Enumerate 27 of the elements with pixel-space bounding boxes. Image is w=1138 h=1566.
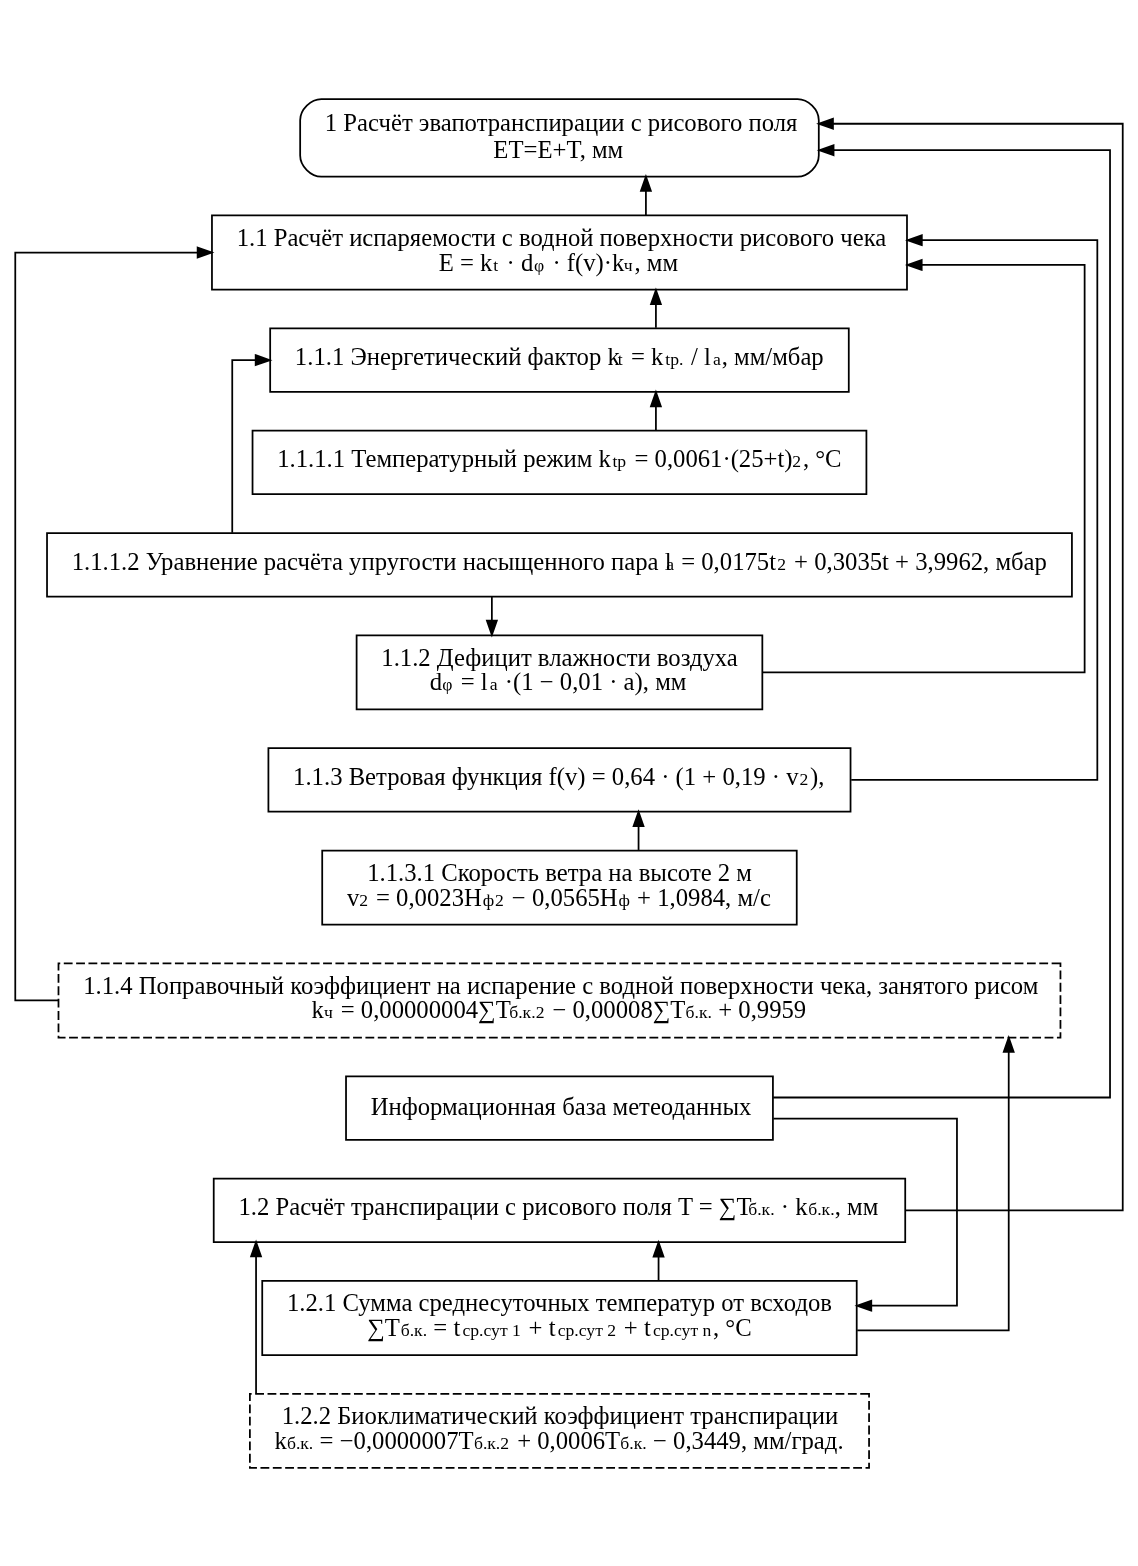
arrow <box>249 1239 263 1394</box>
node-box: 1.1.2 Дефицит влажности воздуха dφ = la ·(1 − 0,01 · a), мм <box>355 633 764 710</box>
arrow <box>856 1034 1015 1331</box>
arrow <box>772 143 1111 1098</box>
arrow <box>639 173 653 216</box>
arrow <box>772 1117 958 1312</box>
arrow <box>14 245 215 1001</box>
node-box: Информационная база метеоданных <box>345 1074 774 1141</box>
node-box: 1.2.1 Сумма среднесуточных температур от всходов ∑Tб.к. = tср.сут 1 + tср.сут 2 + tср.сут n, °C <box>261 1279 858 1356</box>
node-box: 1.2 Расчёт транспирации с рисового поля T = ∑Tб.к. · kб.к., мм <box>212 1177 907 1243</box>
arrow <box>652 1239 665 1281</box>
arrow <box>485 595 499 637</box>
node-box: 1.1.3 Ветровая функция f(v) = 0,64 · (1 + 0,19 · v2), <box>267 746 852 813</box>
arrow <box>632 808 645 851</box>
arrow <box>649 389 663 431</box>
node-box: 1.1.1.1 Температурный режим ktp = 0,0061·(25+t)2, °C <box>251 429 868 495</box>
arrow <box>231 353 273 534</box>
node-box: 1.1.3.1 Скорость ветра на высоте 2 м v2 = 0,0023Hф2 − 0,0565Hф + 1,0984, м/с <box>321 849 798 925</box>
node-box: 1.2.2 Биоклиматический коэффициент транспирации kб.к. = −0,0000007Tб.к.2 + 0,0006Tб.к. − 0,3449, мм/град. <box>249 1392 870 1469</box>
node-box: 1.1.4 Поправочный коэффициент на испарение с водной поверхности чека, занятого рисом kч = 0,00000004∑Tб.к.2 − 0,00008∑Tб.к. + 0,9959 <box>57 962 1062 1038</box>
arrow <box>850 233 1099 781</box>
arrow <box>761 258 1086 673</box>
node-box: 1 Расчёт эвапотранспирации с рисового поля ET=E+T, мм <box>299 97 820 178</box>
node-box: 1.1.1 Энергетический фактор kt = ktp. / la, мм/мбар <box>269 327 850 393</box>
arrow <box>816 117 1124 1211</box>
node-box: 1.1 Расчёт испаряемости с водной поверхности рисового чека E = kt · dφ · f(v)·kч, мм <box>211 214 908 290</box>
arrow <box>649 286 663 329</box>
